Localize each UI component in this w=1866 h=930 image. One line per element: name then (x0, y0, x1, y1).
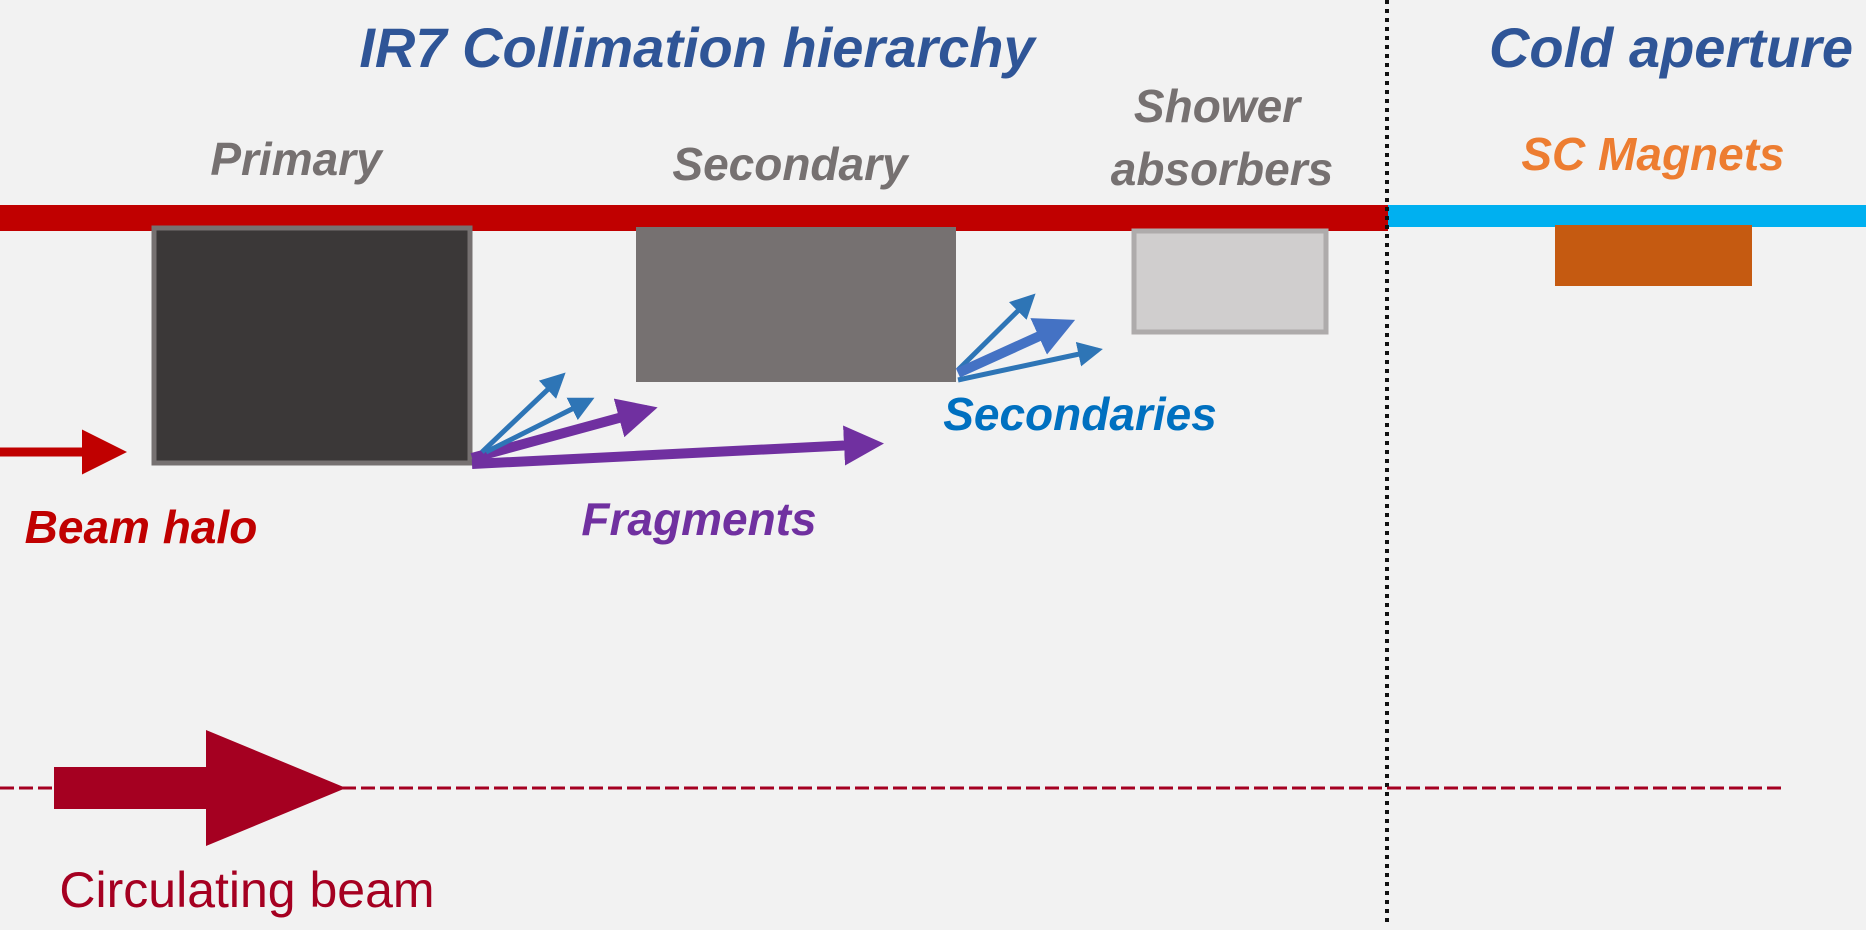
fragments-label: Fragments (581, 493, 816, 545)
circulating-beam-arrow (54, 730, 346, 846)
fragment-arrow-short (470, 398, 658, 463)
sc-magnet-block (1555, 225, 1752, 286)
shower-absorbers-label-line1: Shower (1134, 80, 1302, 132)
secondary-label: Secondary (672, 138, 910, 190)
collimation-title: IR7 Collimation hierarchy (359, 16, 1037, 79)
primary-collimator-block (151, 225, 473, 466)
primary-secondary-arrow-2 (484, 397, 595, 455)
secondary-shower-arrow-3 (957, 341, 1103, 383)
secondary-shower-arrow-2 (955, 318, 1076, 378)
secondary-collimator-block (636, 227, 956, 382)
fragment-arrow-long (471, 425, 884, 469)
cold-aperture-title: Cold aperture (1489, 16, 1853, 79)
cold-beam-pipe-line (1388, 205, 1866, 227)
shower-absorbers-label-line2: absorbers (1111, 143, 1333, 195)
secondaries-label: Secondaries (943, 388, 1217, 440)
secondary-shower-arrow-1 (956, 293, 1036, 372)
beam-halo-label: Beam halo (25, 501, 258, 553)
primary-label: Primary (210, 133, 384, 185)
primary-secondary-arrow-1 (480, 372, 566, 454)
circulating-beam-label: Circulating beam (59, 862, 434, 918)
sc-magnets-label: SC Magnets (1521, 128, 1784, 180)
shower-absorber-block (1131, 228, 1329, 335)
